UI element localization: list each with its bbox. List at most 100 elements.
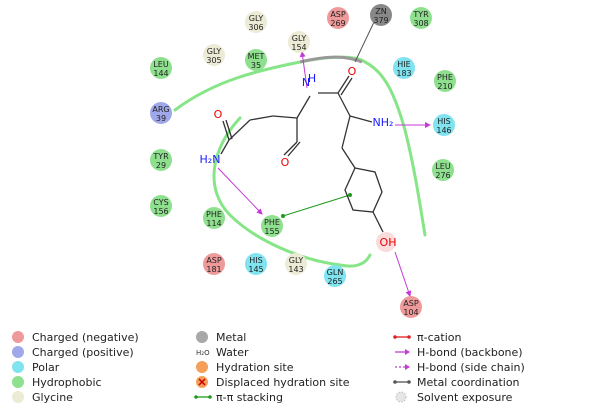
legend-label: Charged (negative) (32, 331, 139, 344)
residue-circle (245, 49, 267, 71)
residue-number: 39 (156, 114, 166, 123)
residue-circle (393, 57, 415, 79)
residue-circle (288, 31, 310, 53)
residue-number: 104 (403, 308, 418, 317)
atom-nh2-alpha: NH₂ (373, 116, 394, 129)
legend-label: π-π stacking (216, 391, 283, 404)
residue-number: 145 (248, 265, 263, 274)
atom-h-amide: H (308, 72, 316, 85)
residue-name: HIE (397, 60, 410, 69)
pi-pi-dot-b (348, 193, 352, 197)
residue-name: ASP (206, 256, 222, 265)
legend-label: Glycine (32, 391, 73, 404)
ligand-molecule (220, 75, 384, 233)
residue-circle (245, 253, 267, 275)
metal-coordination-line (354, 19, 376, 63)
residue-number: 210 (437, 82, 452, 91)
legend-label: Metal (216, 331, 246, 344)
legend-item: Solvent exposure (395, 391, 513, 404)
residue-number: 183 (396, 69, 411, 78)
hbond-asp104 (394, 251, 412, 297)
residue-name: HIS (249, 256, 262, 265)
residue-name: ARG (152, 105, 169, 114)
legend-swatch-icon (12, 391, 24, 403)
hbond-gly154 (299, 51, 308, 89)
residue-name: LEU (153, 60, 169, 69)
legend-label: Hydration site (216, 361, 294, 374)
residue-number: 308 (413, 19, 428, 28)
residue-name: TYR (152, 152, 169, 161)
residue-name: GLN (327, 268, 344, 277)
legend-item: Hydration site (196, 361, 294, 374)
residue-number: 143 (288, 265, 303, 274)
residue-number: 144 (153, 69, 168, 78)
atom-oh: OH (380, 236, 397, 249)
residue-circle (434, 70, 456, 92)
legend-item: π-π stacking (194, 391, 283, 404)
legend-swatch-icon (196, 361, 208, 373)
legend-label: Water (216, 346, 249, 359)
legend-item: π-cation (393, 331, 461, 344)
residue-name: GLY (207, 47, 222, 56)
residue-circle (245, 11, 267, 33)
legend-item: Metal coordination (393, 376, 520, 389)
legend-item: H-bond (backbone) (395, 346, 523, 359)
residue-name: TYR (412, 10, 429, 19)
residue-name: ZN (375, 7, 386, 16)
solvent-exposure-icon (395, 391, 407, 403)
residue-circle (203, 207, 225, 229)
residue-number: 146 (436, 126, 451, 135)
residue-name: CYS (153, 198, 168, 207)
oh-solvent-halo (376, 232, 396, 252)
residue-group: GLY306ASP269ZN379TYR308GLY305GLY154MET35… (150, 4, 456, 318)
residue-circle (370, 4, 392, 26)
residue-circle (285, 253, 307, 275)
residue-circle (400, 296, 422, 318)
residue-circle (410, 7, 432, 29)
residue-circle (203, 44, 225, 66)
legend-label: π-cation (417, 331, 461, 344)
residue-number: 156 (153, 207, 168, 216)
residue-name: PHE (264, 218, 280, 227)
hbond-phe155 (217, 167, 263, 215)
legend-label: Hydrophobic (32, 376, 102, 389)
residue-number: 181 (206, 265, 221, 274)
legend-item: H-bond (side chain) (395, 361, 525, 374)
legend-item: Charged (negative) (12, 331, 139, 344)
legend-label: H-bond (side chain) (417, 361, 525, 374)
residue-name: ASP (330, 10, 346, 19)
residue-name: HIS (437, 117, 450, 126)
pi-pi-stacking-line (282, 194, 351, 217)
residue-circle (432, 159, 454, 181)
residue-number: 265 (327, 277, 342, 286)
residue-name: MET (248, 52, 265, 61)
residue-number: 155 (264, 227, 279, 236)
atom-n-amide: N (302, 76, 310, 89)
residue-number: 114 (206, 219, 221, 228)
legend: Charged (negative)Charged (positive)Pola… (12, 331, 525, 404)
residue-circle (327, 7, 349, 29)
legend-item: Polar (12, 361, 60, 374)
residue-circle (150, 149, 172, 171)
legend-swatch-icon (12, 331, 24, 343)
water-icon: H₂O (196, 349, 210, 357)
residue-circle (261, 215, 283, 237)
legend-swatch-icon (12, 346, 24, 358)
atom-o-tail: O (214, 108, 223, 121)
